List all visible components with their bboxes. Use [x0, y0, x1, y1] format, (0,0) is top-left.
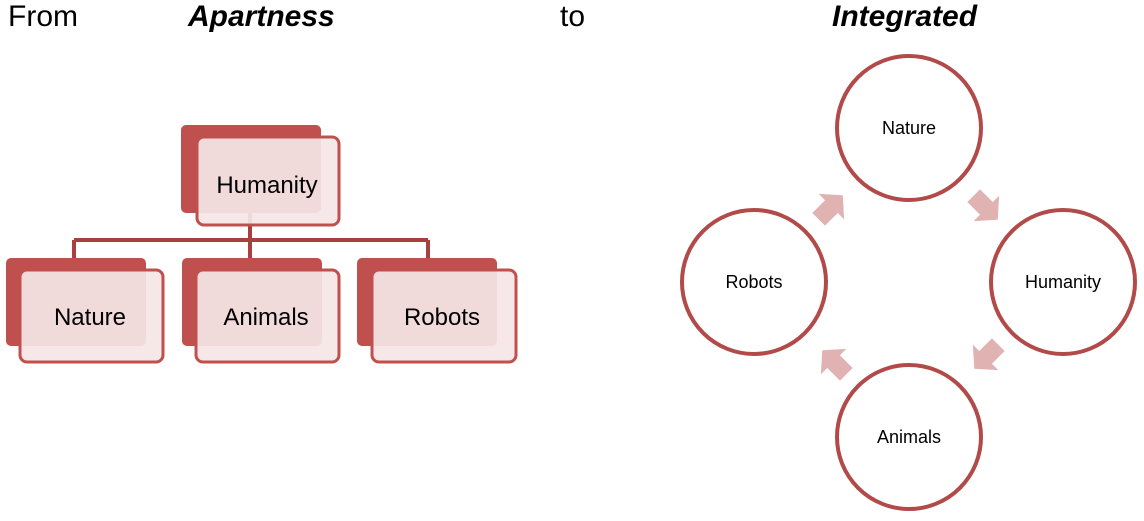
cycle-node-nature: Nature: [835, 54, 983, 202]
hierarchy-node-robots: Robots: [357, 258, 518, 364]
heading-to: to: [560, 0, 586, 33]
cycle-circle: [680, 208, 828, 356]
cycle-diagram: Nature Humanity Animals Robots: [680, 54, 1137, 511]
cycle-label-nature: Nature: [882, 118, 936, 138]
cycle-circle: [989, 208, 1137, 356]
cycle-node-robots: Robots: [680, 208, 828, 356]
node-label-robots: Robots: [404, 304, 480, 331]
cycle-label-animals: Animals: [877, 427, 941, 447]
heading-from: From: [8, 0, 78, 33]
cycle-arrow-animals-robots: [820, 348, 853, 381]
hierarchy-node-nature: Nature: [6, 258, 165, 364]
cycle-node-animals: Animals: [835, 363, 983, 511]
node-front-box: [370, 268, 518, 364]
cycle-node-humanity: Humanity: [989, 208, 1137, 356]
heading-apartness: Apartness: [188, 0, 335, 33]
cycle-label-robots: Robots: [725, 272, 782, 292]
hierarchy-node-root: Humanity: [181, 125, 341, 227]
cycle-arrow-robots-nature: [812, 193, 845, 226]
node-label-humanity: Humanity: [216, 172, 317, 199]
cycle-arrow-humanity-animals: [972, 338, 1005, 371]
node-label-animals: Animals: [223, 304, 308, 331]
node-front-box: [194, 268, 341, 364]
node-label-nature: Nature: [54, 304, 126, 331]
node-front-box: [18, 268, 165, 364]
hierarchy-diagram: Humanity Nature Animals Robots: [6, 125, 518, 364]
cycle-circle: [835, 54, 983, 202]
cycle-label-humanity: Humanity: [1025, 272, 1101, 292]
heading-integrated: Integrated: [832, 0, 978, 33]
cycle-circle: [835, 363, 983, 511]
cycle-arrows: [812, 189, 1005, 381]
node-front-box: [195, 135, 341, 227]
cycle-arrow-nature-humanity: [967, 189, 1000, 222]
hierarchy-node-animals: Animals: [182, 258, 341, 364]
